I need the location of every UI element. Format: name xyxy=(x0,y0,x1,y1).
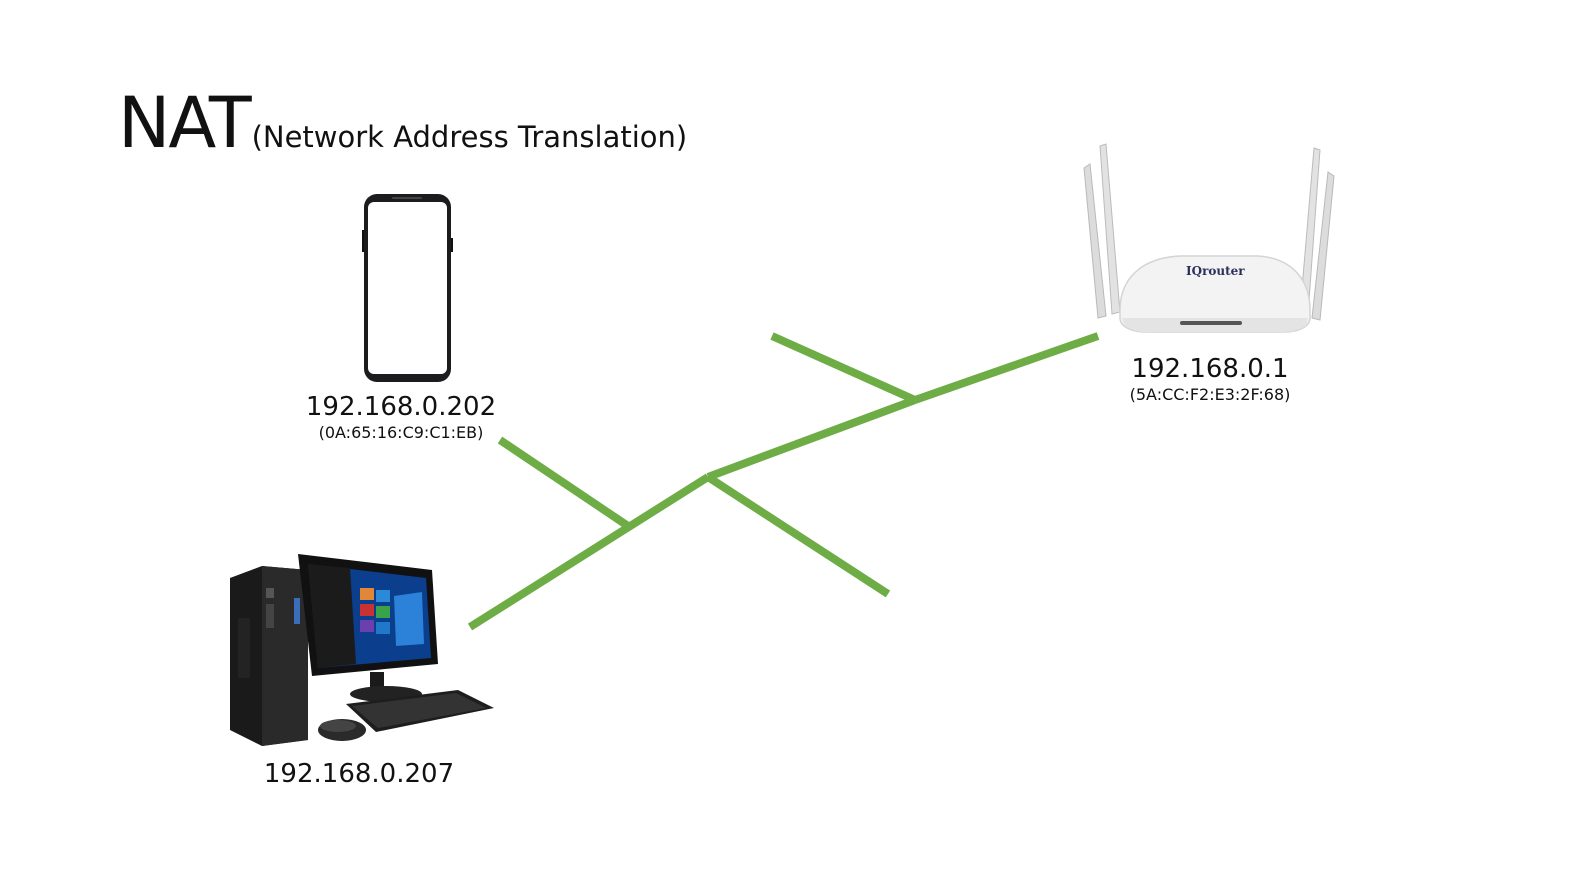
router-ip-address: 192.168.0.1 xyxy=(1131,354,1289,384)
wire-branch xyxy=(770,332,917,404)
smartphone-icon xyxy=(362,194,453,382)
desktop-label: 192.168.0.207 xyxy=(263,759,455,790)
desktop-ip-address: 192.168.0.207 xyxy=(263,759,455,789)
phone-ip-address: 192.168.0.202 xyxy=(305,392,497,422)
router-brand-logo: IQrouter xyxy=(1186,264,1245,278)
wifi-router-icon: IQrouter xyxy=(1083,143,1335,333)
wire-segment xyxy=(913,332,1100,404)
diagram-title: NAT xyxy=(118,82,252,164)
wire-segment xyxy=(467,473,711,631)
diagram-subtitle: (Network Address Translation) xyxy=(251,120,688,154)
desktop-computer-icon xyxy=(230,554,494,746)
router-label: 192.168.0.1 (5A:CC:F2:E3:2F:68) xyxy=(1129,354,1291,404)
phone-label: 192.168.0.202 (0A:65:16:C9:C1:EB) xyxy=(305,392,497,442)
diagram-title-group: NAT(Network Address Translation) xyxy=(118,88,687,158)
wire-branch xyxy=(705,473,891,598)
phone-mac-address: (0A:65:16:C9:C1:EB) xyxy=(318,422,484,442)
wire-branch xyxy=(497,436,631,530)
router-mac-address: (5A:CC:F2:E3:2F:68) xyxy=(1129,384,1291,404)
wire-segment xyxy=(706,396,917,481)
